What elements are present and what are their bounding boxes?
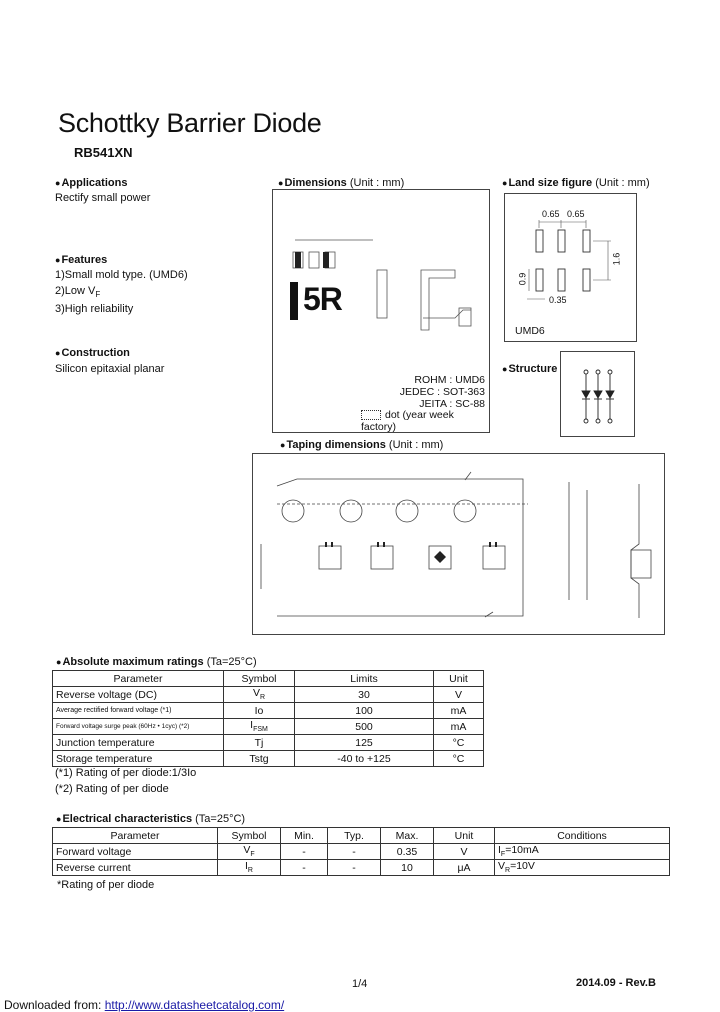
feature-item: 1)Small mold type. (UMD6) [55,269,188,281]
table-row: Junction temperature Tj 125 °C [52,734,484,751]
construction-text: Silicon epitaxial planar [55,363,165,375]
dot-note: dot (year week factory) [361,409,454,433]
structure-heading: ●Structure [502,363,558,375]
marking-text: 5R [303,281,343,317]
table-row: Average rectified forward voltage (*1) I… [52,702,484,719]
jeita-package: JEITA : SC-88 [419,398,485,410]
date-revision: 2014.09 - Rev.B [576,977,656,989]
page-number: 1/4 [352,978,368,990]
col-unit: Unit [433,670,484,687]
col-limits: Limits [294,670,434,687]
download-link[interactable]: http://www.datasheetcatalog.com/ [104,998,285,1012]
download-line: Downloaded from: http://www.datasheetcat… [4,998,284,1012]
table-row: Storage temperature Tstg -40 to +125 °C [52,750,484,767]
elec-heading: ●Electrical characteristics (Ta=25°C) [56,813,246,825]
col-symbol: Symbol [223,670,295,687]
land-height: 1.6 [611,252,622,266]
diode-schematic-icon [581,369,615,424]
construction-heading: ●Construction [55,347,130,359]
applications-heading: ●Applications [55,177,128,189]
table-header-row: Parameter Symbol Limits Unit [52,670,484,687]
taping-box [252,453,665,635]
col-symbol: Symbol [217,827,281,844]
land-size-heading: ●Land size figure (Unit : mm) [502,177,650,189]
col-min: Min. [280,827,328,844]
col-parameter: Parameter [52,827,218,844]
abs-max-heading: ●Absolute maximum ratings (Ta=25°C) [56,656,257,668]
tape-reel-drawing [260,471,652,618]
rohm-package: ROHM : UMD6 [414,374,485,386]
applications-text: Rectify small power [55,192,151,204]
jedec-package: JEDEC : SOT-363 [399,386,485,398]
col-parameter: Parameter [52,670,224,687]
col-typ: Typ. [327,827,381,844]
abs-max-notes: (*1) Rating of per diode:1/3Io (*2) Rati… [55,766,196,797]
table-row: Forward voltage surge peak (60Hz • 1cyc)… [52,718,484,735]
table-row: Forward voltage VF - - 0.35 V IF=10mA [52,843,670,860]
land-size-box: 0.65 0.65 1.6 0.9 0.35 UMD6 [504,193,637,342]
feature-item: 3)High reliability [55,303,134,316]
table-row: Reverse current IR - - 10 μA VR=10V [52,859,670,876]
pad-height: 0.9 [517,272,528,286]
note-1: (*1) Rating of per diode:1/3Io [55,767,197,779]
page-title: Schottky Barrier Diode [58,108,322,138]
features-heading: ●Features [55,254,108,266]
taping-heading: ●Taping dimensions (Unit : mm) [280,439,444,451]
col-unit: Unit [433,827,495,844]
col-max: Max. [380,827,434,844]
note-2: (*2) Rating of per diode [55,782,169,795]
table-header-row: Parameter Symbol Min. Typ. Max. Unit Con… [52,827,670,844]
pad-width: 0.35 [549,295,567,305]
table-row: Reverse voltage (DC) VR 30 V [52,686,484,703]
dot-marker-icon [361,410,381,421]
pitch-2: 0.65 [567,209,585,219]
dimensions-box: 5R ROHM : UMD6 JEDEC : SOT-363 JEITA : S… [272,189,490,433]
package-outline-drawing [290,239,472,331]
abs-max-table: Parameter Symbol Limits Unit Reverse vol… [52,670,484,767]
land-pattern-drawing [527,220,611,300]
pitch-1: 0.65 [542,209,560,219]
part-number: RB541XN [74,145,133,160]
land-package: UMD6 [515,325,545,337]
dimensions-heading: ●Dimensions (Unit : mm) [278,177,405,189]
elec-note: *Rating of per diode [57,879,155,891]
col-conditions: Conditions [494,827,670,844]
feature-item: 2)Low VF [55,284,101,299]
features-list: 1)Small mold type. (UMD6) 2)Low VF 3)Hig… [55,268,188,318]
structure-box [560,351,635,437]
package-standards: ROHM : UMD6 JEDEC : SOT-363 JEITA : SC-8… [391,374,485,410]
download-label: Downloaded from: [4,998,105,1012]
elec-table: Parameter Symbol Min. Typ. Max. Unit Con… [52,827,670,876]
